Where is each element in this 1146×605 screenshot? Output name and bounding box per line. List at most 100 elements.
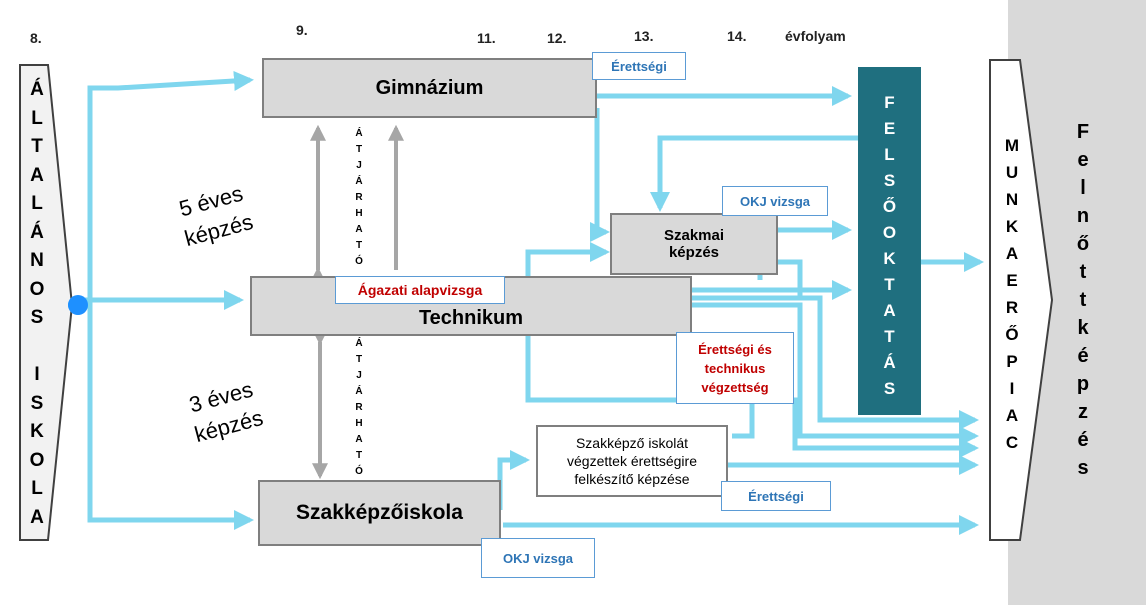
atjarhato-upper-letter: H <box>355 208 363 219</box>
altalanos-iskola-letter: I <box>34 364 40 385</box>
arrow-techn-munka-1 <box>692 295 979 430</box>
arrow-techn-munka-2 <box>692 302 979 446</box>
felsooktatas-letter: O <box>882 223 897 242</box>
arrow-techn-down <box>525 336 979 458</box>
atjarhato-lower-letter: H <box>355 418 363 429</box>
atjarhato-upper-letter: A <box>355 224 363 235</box>
munkaeropiac-letter: Ő <box>1005 325 1019 344</box>
altalanos-iskola-letter: S <box>30 392 44 414</box>
felnottkepzes-letter: s <box>1077 457 1089 479</box>
arrow-szakmai-munka <box>778 259 803 300</box>
grade-14: 14. <box>727 28 747 44</box>
munkaeropiac-letter: M <box>1004 136 1020 155</box>
atjarhato-upper-letter: R <box>355 192 363 203</box>
felnottkepzes-letter: n <box>1076 205 1090 227</box>
atjarhato-lower-letter: T <box>355 354 363 365</box>
arrow-szakkepzo-erettsegire <box>497 450 530 510</box>
erettsegi-top-label: Érettségi <box>592 52 686 80</box>
altalanos-iskola-letter: A <box>30 164 44 186</box>
erettsegi-bottom-label: Érettségi <box>721 481 831 511</box>
felnottkepzes-letter: z <box>1078 401 1088 423</box>
grade-11: 11. <box>477 30 496 46</box>
altalanos-iskola-letter: A <box>30 506 44 528</box>
munkaeropiac-letter: E <box>1006 271 1018 290</box>
altalanos-iskola-letter: O <box>29 449 45 471</box>
felnottkepzes-letter: p <box>1076 373 1090 395</box>
felsooktatas-letter: A <box>883 301 896 320</box>
felnottkepzes-letter: F <box>1076 121 1090 143</box>
atjarhato-lower-letter: Á <box>355 338 363 349</box>
felnottkepzes-letter: t <box>1079 261 1087 283</box>
erettsegire-line1: Szakképző iskolát <box>575 435 689 451</box>
felnottkepzes-letter: l <box>1080 177 1086 199</box>
arrow-techn-erettsegire <box>732 392 755 439</box>
felsooktatas-letter: T <box>884 327 895 346</box>
erettsegi-technikus-label: Érettségi és technikus végzettség <box>676 332 794 404</box>
arrow-to-szakkepzo <box>87 305 254 530</box>
grade-evfolyam: évfolyam <box>785 28 846 44</box>
flow-arrows <box>68 70 984 535</box>
altalanos-iskola-letter: L <box>31 193 43 214</box>
start-dot <box>68 295 88 315</box>
technikum-label: Technikum <box>418 307 524 329</box>
szakkepzo-label: Szakképzőiskola <box>296 501 463 524</box>
atjarhato-upper-letter: Á <box>355 176 363 187</box>
altalanos-iskola-letter: L <box>31 107 43 129</box>
altalanos-iskola-letter: N <box>30 250 44 271</box>
altalanos-iskola-letter: K <box>30 421 44 442</box>
agazati-label: Ágazati alapvizsga <box>335 276 505 304</box>
okj-top-label: OKJ vizsga <box>722 186 828 216</box>
erettsegire-line3: felkészítő képzése <box>574 471 690 487</box>
altalanos-iskola-letter: T <box>31 136 43 157</box>
felsooktatas-letter: K <box>883 249 896 268</box>
felsooktatas-letter: T <box>884 275 895 294</box>
altalanos-iskola-letter: O <box>29 278 45 300</box>
munkaeropiac-letter: R <box>1005 298 1019 317</box>
grade-9: 9. <box>296 22 308 38</box>
altalanos-iskola-letter: S <box>30 307 44 328</box>
atjarhato-lower-letter: J <box>356 370 362 381</box>
munkaeropiac-letter: I <box>1009 379 1015 398</box>
gray-arrows <box>310 124 404 480</box>
erettsegire-line2: végzettek érettségire <box>567 453 697 469</box>
grade-13: 13. <box>634 28 654 44</box>
felnottkepzes-letter: ő <box>1076 233 1090 255</box>
atjarhato-upper-letter: Ó <box>355 256 363 267</box>
munkaeropiac-letter: U <box>1005 163 1019 182</box>
felnottkepzes-letter: é <box>1077 429 1089 451</box>
erettsegi-technikus-line2: technikus <box>704 360 766 376</box>
szakkepzo-box: Szakképzőiskola <box>258 480 501 546</box>
atjarhato-lower-letter: A <box>355 434 363 445</box>
atjarhato-upper-letter: T <box>355 144 363 155</box>
atjarhato-upper-letter: Á <box>355 128 363 139</box>
grade-12: 12. <box>547 30 567 46</box>
altalanos-iskola-letter: Á <box>30 79 44 100</box>
munkaeropiac-letter: K <box>1005 217 1019 236</box>
arrow-felso-szakmai <box>650 135 858 212</box>
erettsegi-technikus-line3: végzettség <box>701 379 769 395</box>
felsooktatas-letter: S <box>883 171 896 190</box>
atjarhato-lower-letter: Á <box>355 386 363 397</box>
gimnazium-label: Gimnázium <box>375 76 484 99</box>
atjarhato-lower-letter: R <box>355 402 363 413</box>
arrow-techn-szakmai <box>525 242 610 276</box>
atjarhato-upper-letter: T <box>355 240 363 251</box>
felsooktatas-letter: E <box>883 119 896 138</box>
atjarhato-lower-letter: T <box>355 450 363 461</box>
felsooktatas-box <box>858 67 921 415</box>
felsooktatas-letter: L <box>884 145 895 164</box>
felsooktatas-letter: Ő <box>882 197 897 216</box>
felsooktatas-letter: Á <box>883 353 896 372</box>
altalanos-iskola-letter: Á <box>30 221 44 243</box>
munkaeropiac-letter: P <box>1006 352 1018 371</box>
munkaeropiac-letter: A <box>1005 244 1019 263</box>
munkaeropiac-letter: A <box>1005 406 1019 425</box>
szakmai-line2: képzés <box>668 244 720 261</box>
